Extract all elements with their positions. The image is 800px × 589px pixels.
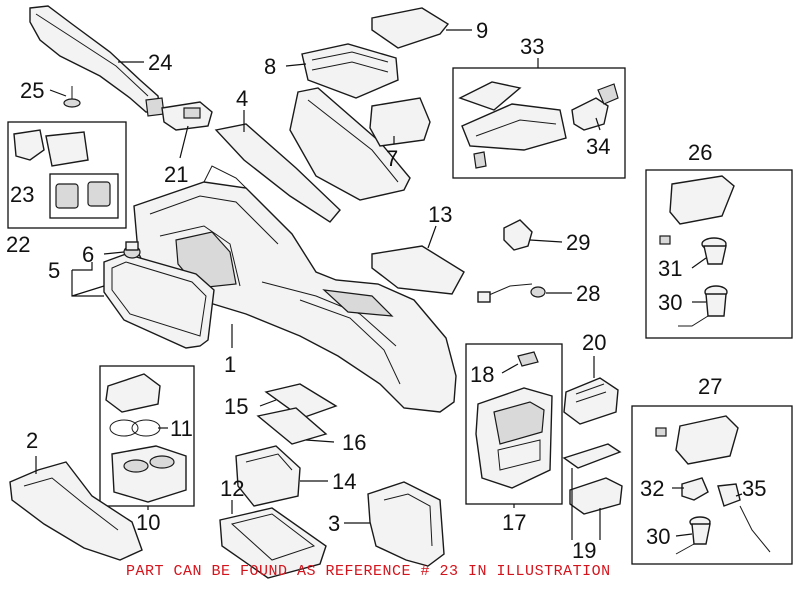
part-29-socket (503, 219, 533, 251)
callout-20: 20 (582, 330, 606, 355)
part-2-lower-bracket (9, 461, 143, 561)
callout-26: 26 (688, 140, 712, 165)
part-19-cover-set (562, 443, 623, 515)
leader-8 (285, 63, 307, 67)
leader-35 (735, 493, 743, 497)
callout-2: 2 (26, 428, 38, 453)
callout-10: 10 (136, 510, 160, 535)
part-34-switch (571, 83, 619, 131)
callout-29: 29 (566, 230, 590, 255)
callout-31: 31 (658, 256, 682, 281)
callout-32: 32 (640, 476, 664, 501)
part-22-bracket-set (13, 129, 111, 209)
leader-15 (259, 399, 277, 407)
callout-21: 21 (164, 162, 188, 187)
part-12-bin (219, 507, 327, 579)
callout-22: 22 (6, 232, 30, 257)
part-20-rear-vent (563, 377, 619, 425)
callout-30-group-26: 30 (658, 290, 682, 315)
part-13-mat (371, 245, 465, 295)
callout-17: 17 (502, 510, 526, 535)
leader-16 (305, 439, 335, 443)
part-26-charger-assembly (659, 175, 735, 327)
footer-reference-note: PART CAN BE FOUND AS REFERENCE # 23 IN I… (126, 563, 611, 580)
callout-18: 18 (470, 362, 494, 387)
part-18-clip (517, 351, 539, 367)
callout-14: 14 (332, 469, 356, 494)
callout-7: 7 (386, 146, 398, 171)
leader-25 (49, 89, 67, 97)
part-33-upper-assembly (458, 81, 567, 169)
callout-16: 16 (342, 430, 366, 455)
leader-31 (691, 257, 707, 269)
part-25-clip (63, 86, 81, 108)
part-27-charger-assembly (655, 415, 771, 555)
part-16-insert (256, 407, 328, 445)
callout-19: 19 (572, 538, 596, 563)
callout-9: 9 (476, 18, 488, 43)
leader-5 (71, 262, 105, 297)
callout-23: 23 (10, 182, 34, 207)
callout-28: 28 (576, 281, 600, 306)
leader-18 (501, 363, 519, 374)
group-box-23-inner (49, 173, 119, 219)
callout-8: 8 (264, 54, 276, 79)
leader-19 (571, 468, 601, 540)
callout-34: 34 (586, 134, 610, 159)
callout-11: 11 (170, 416, 193, 441)
callout-5: 5 (48, 258, 60, 283)
part-8-mechanism (301, 43, 399, 99)
group-box-33 (452, 67, 626, 179)
part-14-storage-tray (235, 445, 301, 507)
part-24-air-duct (29, 5, 165, 117)
callout-1: 1 (224, 352, 236, 377)
group-box-22 (7, 121, 127, 229)
part-3-bracket (367, 481, 445, 567)
group-box-26 (645, 169, 793, 339)
part-9-lid (371, 7, 450, 49)
callout-30-group-27: 30 (646, 524, 670, 549)
leader-21 (179, 125, 189, 159)
leader-34 (595, 117, 601, 131)
leader-29 (529, 239, 563, 243)
callout-3: 3 (328, 511, 340, 536)
part-6-knob (123, 241, 141, 259)
callout-33: 33 (520, 34, 544, 59)
callout-35: 35 (742, 476, 766, 501)
part-21-vent (161, 101, 213, 131)
callout-25: 25 (20, 78, 44, 103)
callout-6: 6 (82, 242, 94, 267)
callout-12: 12 (220, 476, 244, 501)
part-28-usb-port (477, 283, 546, 303)
leader-6 (103, 251, 125, 255)
callout-27: 27 (698, 374, 722, 399)
leader-30b (675, 533, 693, 537)
callout-15: 15 (224, 394, 248, 419)
part-5-side-panel (103, 253, 215, 349)
leader-13 (427, 225, 437, 249)
callout-13: 13 (428, 202, 452, 227)
part-4-side-trim (214, 123, 341, 223)
part-7-upper-tray (289, 87, 431, 201)
group-box-10 (99, 365, 195, 507)
group-box-27 (631, 405, 793, 565)
callout-24: 24 (148, 50, 172, 75)
part-10-cupholder-set (105, 373, 187, 503)
part-17-rear-panel (475, 387, 553, 489)
callout-4: 4 (236, 86, 248, 111)
